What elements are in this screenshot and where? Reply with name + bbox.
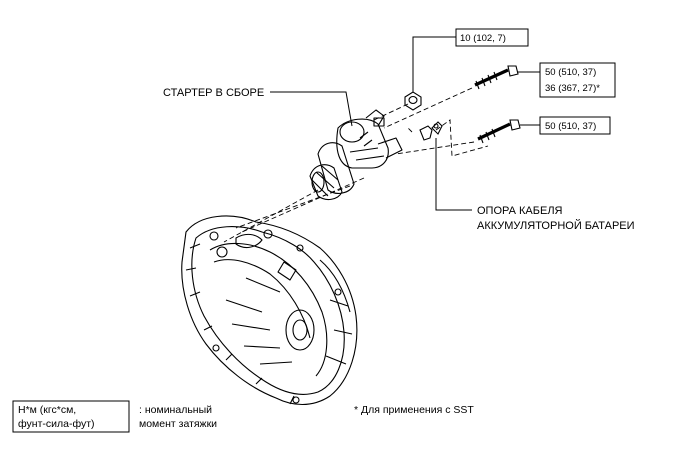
legend-unit-line2: фунт-сила-фут) [18, 418, 95, 430]
legend-desc-line1: : номинальный [139, 404, 212, 416]
torque-nut-text: 10 (102, 7) [460, 33, 506, 44]
torque-box-bolt-lower [539, 116, 611, 135]
cable-support-bracket [419, 121, 443, 141]
torque-bolt-lower-text: 50 (510, 37) [545, 121, 596, 132]
bolt-upper [474, 65, 519, 90]
torque-box-bolt-upper [539, 62, 616, 98]
torque-bolt-upper-text-2: 36 (367, 27)* [545, 83, 600, 94]
assembly-lines [223, 87, 489, 243]
starter-assembly [309, 109, 403, 201]
sst-note: * Для применения с SST [354, 404, 474, 416]
bolt-lower [477, 119, 521, 144]
cable-support-label-line2: АККУМУЛЯТОРНОЙ БАТАРЕИ [477, 219, 635, 232]
cable-support-label-line1: ОПОРА КАБЕЛЯ [477, 205, 563, 217]
torque-bolt-upper-text-1: 50 (510, 37) [545, 67, 596, 78]
legend-unit-box [12, 400, 130, 433]
starter-label: СТАРТЕР В СБОРЕ [163, 87, 264, 99]
nut [404, 91, 422, 111]
torque-box-nut [455, 28, 529, 47]
transmission-housing [181, 215, 358, 406]
legend-desc-line2: момент затяжки [139, 418, 217, 430]
legend-unit-line1: Н*м (кгс*см, [18, 404, 76, 416]
leader-lines [270, 36, 540, 211]
